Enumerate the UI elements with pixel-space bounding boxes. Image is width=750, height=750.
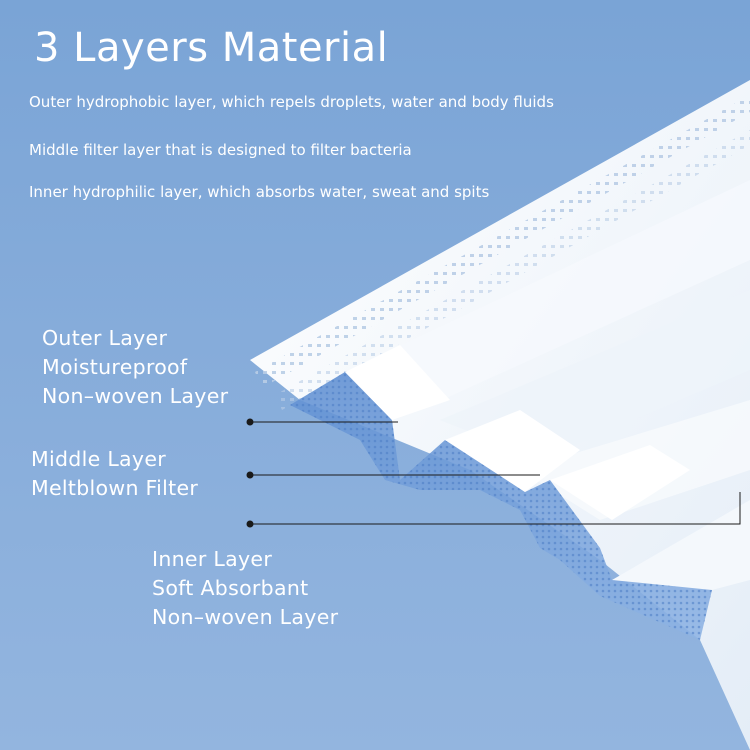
description-middle: Middle filter layer that is designed to … — [29, 141, 412, 159]
label-inner-line-1: Inner Layer — [152, 547, 273, 571]
label-outer-layer: Outer Layer Moistureproof Non–woven Laye… — [42, 324, 228, 411]
label-inner-layer: Inner Layer Soft Absorbant Non–woven Lay… — [152, 545, 338, 632]
label-outer-line-2: Moistureproof — [42, 355, 188, 379]
label-inner-line-3: Non–woven Layer — [152, 605, 339, 629]
mask-edge-band-inner — [275, 130, 750, 410]
label-middle-layer: Middle Layer Meltblown Filter — [31, 445, 198, 503]
description-inner: Inner hydrophilic layer, which absorbs w… — [29, 183, 490, 201]
leader-inner — [246, 492, 741, 528]
fold-top-3 — [550, 445, 690, 520]
fold-top-4 — [612, 500, 750, 590]
label-middle-line-2: Meltblown Filter — [31, 476, 199, 500]
page-title: 3 Layers Material — [34, 25, 389, 71]
description-outer: Outer hydrophobic layer, which repels dr… — [29, 93, 554, 111]
pleat-1 — [345, 180, 750, 410]
label-outer-line-3: Non–woven Layer — [42, 384, 229, 408]
label-middle-line-1: Middle Layer — [31, 447, 166, 471]
fold-top-1 — [345, 345, 450, 420]
label-outer-line-1: Outer Layer — [42, 326, 168, 350]
filter-mesh — [290, 372, 712, 640]
label-inner-line-2: Soft Absorbant — [152, 576, 309, 600]
fold-top-2 — [445, 410, 580, 492]
mask-edge-band — [255, 95, 750, 388]
leader-middle — [246, 471, 540, 479]
leader-outer — [246, 418, 398, 426]
